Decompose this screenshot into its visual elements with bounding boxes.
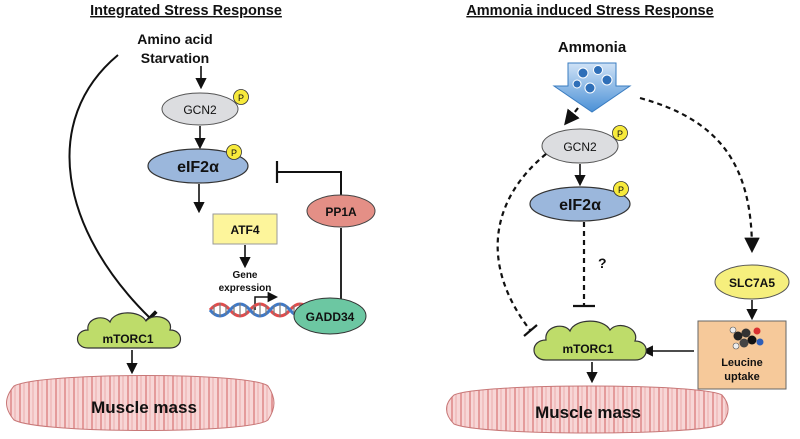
gadd34-label: GADD34 (306, 310, 355, 324)
atf4-label: ATF4 (230, 223, 259, 237)
eif2a-right-node (529, 186, 631, 222)
mtorc1-right-node (533, 320, 647, 361)
gadd34-node (293, 297, 367, 335)
leucine-molecule-icon (729, 326, 764, 350)
gcn2-node (161, 92, 239, 126)
dna-helix (208, 302, 312, 318)
ammonia-arrow-icon (552, 62, 632, 113)
unknown-link-label: ? (598, 255, 607, 271)
muscle-mass-right-label: Muscle mass (535, 403, 641, 422)
gcn2-right-phospho-badge (612, 125, 628, 141)
gcn2-label: GCN2 (183, 103, 217, 117)
gcn2-right-phospho-label: P (617, 129, 623, 139)
muscle-left (6, 375, 275, 431)
gcn2-phospho-badge (233, 89, 249, 105)
gcn2-right-node (541, 128, 619, 164)
eif2a-phospho-badge (226, 144, 242, 160)
gene-expression-label-line2: expression (219, 283, 272, 294)
ammonia-label: Ammonia (558, 39, 627, 56)
pp1a-inhibits-eif2a-line (277, 171, 342, 195)
mtorc1-left-label: mTORC1 (102, 332, 153, 346)
leucine-uptake-label-line2: uptake (724, 371, 759, 383)
pp1a-node (306, 194, 376, 228)
left-panel: Integrated Stress Response Amino acid St… (6, 3, 376, 431)
gcn2-right-label: GCN2 (563, 140, 597, 154)
eif2a-node (147, 148, 249, 184)
mtorc1-left-node (76, 312, 182, 349)
starvation-inhibits-mtorc1-line (68, 54, 158, 326)
amino-acid-starvation-label-line1: Amino acid (137, 31, 212, 47)
gcn2-inhibition-bar (523, 324, 538, 337)
ammonia-to-slc7a5-arrow (639, 96, 760, 254)
gcn2-phospho-label: P (238, 93, 244, 103)
right-panel: Ammonia induced Stress Response Ammonia … (446, 3, 790, 434)
mtorc1-right-label: mTORC1 (562, 342, 613, 356)
gcn2-inhibits-mtorc1-line (496, 153, 547, 331)
right-panel-title: Ammonia induced Stress Response (466, 3, 713, 19)
amino-acid-starvation-label-line2: Starvation (141, 50, 209, 66)
left-panel-title: Integrated Stress Response (90, 3, 282, 19)
eif2a-right-phospho-badge (613, 181, 629, 197)
eif2a-right-phospho-label: P (618, 185, 624, 195)
eif2a-phospho-label: P (231, 148, 237, 158)
leucine-uptake-label-line1: Leucine (721, 357, 763, 369)
slc7a5-node (714, 264, 790, 300)
ammonia-to-gcn2-arrow (564, 107, 580, 126)
slc7a5-label: SLC7A5 (729, 276, 775, 290)
eif2a-right-label: eIF2α (559, 197, 601, 214)
pp1a-label: PP1A (325, 205, 357, 219)
muscle-right (446, 385, 729, 434)
eif2a-label: eIF2α (177, 159, 219, 176)
atf4-node (212, 213, 278, 245)
muscle-mass-left-label: Muscle mass (91, 398, 197, 417)
gene-expression-label-line1: Gene (232, 270, 257, 281)
